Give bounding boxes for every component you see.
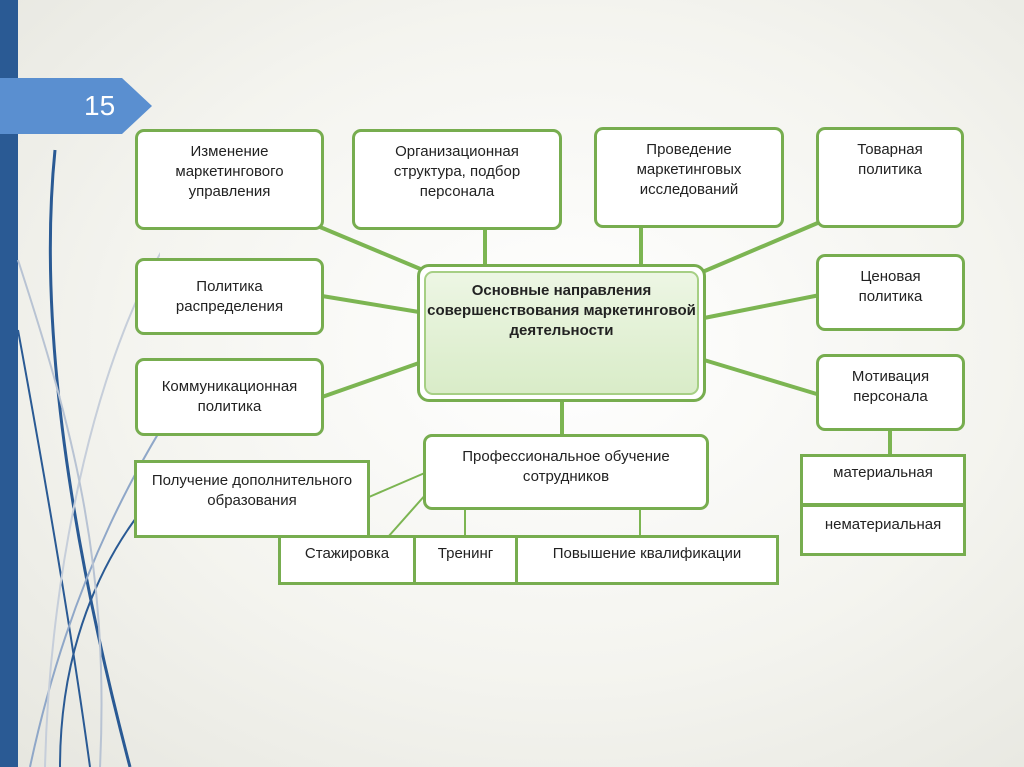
box-professional-training: Профессиональное обучение сотрудников	[423, 434, 709, 510]
connector-management	[318, 225, 432, 275]
box-internship: Стажировка	[278, 535, 416, 585]
box-price-policy: Ценовая политика	[816, 254, 965, 331]
connector-price	[702, 293, 822, 320]
box-nonmaterial-motivation: нематериальная	[800, 504, 966, 556]
box-material-motivation: материальная	[800, 454, 966, 506]
box-qualification-upgrade: Повышение квалификации	[515, 535, 779, 585]
slide-number-badge	[0, 78, 152, 134]
box-marketing-management-change: Изменение маркетингового управления	[135, 129, 324, 230]
box-product-policy: Товарная политика	[816, 127, 964, 228]
left-sidebar-stripe	[0, 0, 18, 767]
central-box: Основные направления совершенствования м…	[417, 264, 706, 402]
box-org-structure: Организационная структура, подбор персон…	[352, 129, 562, 230]
box-marketing-research: Проведение маркетинговых исследований	[594, 127, 784, 228]
box-communication-policy: Коммуникационная политика	[135, 358, 324, 436]
box-distribution-policy: Политика распределения	[135, 258, 324, 335]
connector-internship	[387, 492, 428, 538]
box-additional-education: Получение дополнительного образования	[134, 460, 370, 538]
connector-communication	[320, 361, 421, 399]
connector-product	[698, 220, 822, 275]
box-trainings: Тренинг	[413, 535, 518, 585]
connector-motivation	[702, 358, 822, 397]
central-title: Основные направления совершенствования м…	[424, 271, 699, 395]
connector-education	[368, 471, 428, 498]
box-staff-motivation: Мотивация персонала	[816, 354, 965, 431]
connector-distribution	[320, 294, 421, 314]
slide-number: 15	[84, 90, 116, 121]
